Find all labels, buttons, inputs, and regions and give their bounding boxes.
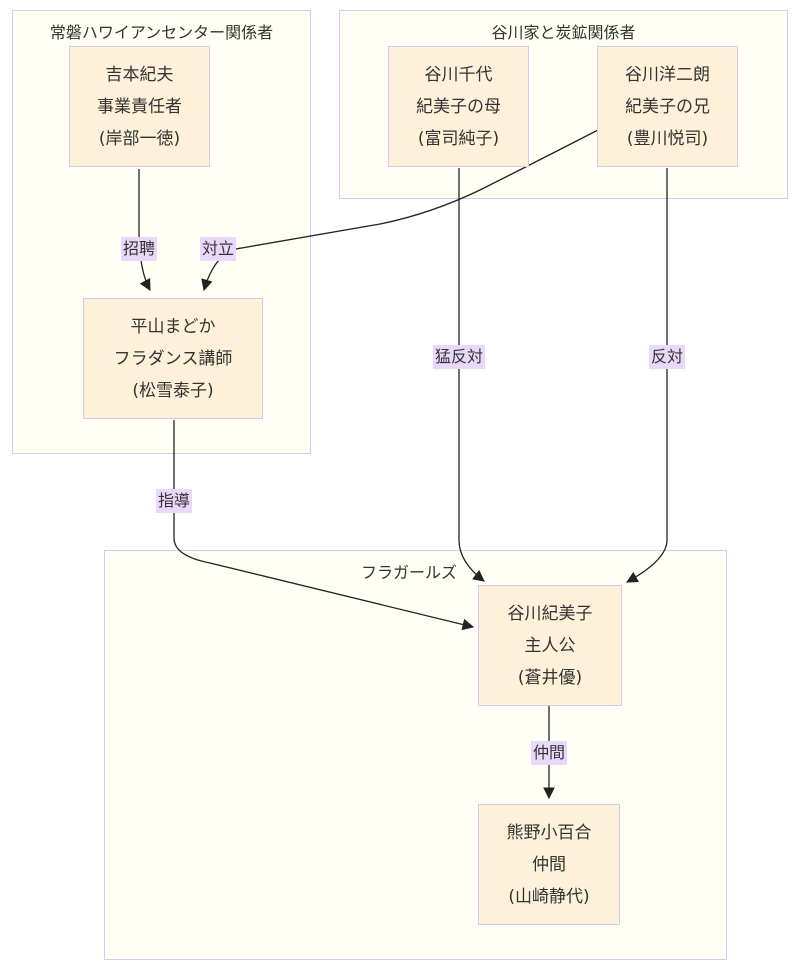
node-actor: (山崎静代) — [508, 886, 590, 907]
edge-label-oppose: 反対 — [648, 345, 686, 369]
edge-oppose — [625, 168, 668, 583]
node-name: 吉本紀夫 — [105, 64, 174, 85]
cluster-title: フラガールズ — [361, 563, 458, 582]
node-name: 谷川洋二朗 — [625, 64, 710, 85]
node-role: 仲間 — [532, 854, 566, 875]
node-name: 平山まどか — [130, 316, 216, 337]
node-actor: (蒼井優) — [517, 667, 583, 688]
edge-label-strong-oppose: 猛反対 — [432, 345, 486, 369]
cluster-title: 谷川家と炭鉱関係者 — [491, 23, 636, 42]
node-actor: (豊川悦司) — [626, 128, 709, 149]
edge-label-guide: 指導 — [155, 489, 193, 513]
edge-label-conflict: 対立 — [199, 237, 237, 261]
node-hirayama[interactable]: 平山まどか フラダンス講師 (松雪泰子) — [83, 298, 263, 419]
node-yojiro[interactable]: 谷川洋二朗 紀美子の兄 (豊川悦司) — [597, 46, 738, 167]
edge-strong-oppose — [458, 168, 485, 582]
node-sayuri[interactable]: 熊野小百合 仲間 (山崎静代) — [478, 804, 620, 925]
cluster-title: 常磐ハワイアンセンター関係者 — [49, 23, 274, 42]
node-name: 谷川千代 — [424, 64, 493, 85]
node-yoshimoto[interactable]: 吉本紀夫 事業責任者 (岸部一徳) — [69, 46, 210, 167]
node-chiyo[interactable]: 谷川千代 紀美子の母 (富司純子) — [388, 46, 529, 167]
edge-label-friend: 仲間 — [530, 741, 568, 765]
node-role: 主人公 — [524, 635, 576, 656]
node-role: フラダンス講師 — [113, 348, 233, 369]
edge-label-hire: 招聘 — [120, 237, 158, 261]
node-role: 事業責任者 — [97, 96, 182, 117]
node-actor: (岸部一徳) — [98, 128, 181, 149]
edge-guide — [173, 420, 475, 631]
node-name: 谷川紀美子 — [507, 603, 593, 624]
node-actor: (松雪泰子) — [132, 380, 214, 401]
edge-hire — [138, 169, 151, 292]
node-name: 熊野小百合 — [506, 822, 592, 843]
node-kimiko[interactable]: 谷川紀美子 主人公 (蒼井優) — [478, 585, 622, 706]
node-actor: (富司純子) — [417, 128, 500, 149]
node-role: 紀美子の母 — [416, 96, 501, 117]
cluster-hula: フラガールズ — [104, 550, 727, 960]
node-role: 紀美子の兄 — [625, 96, 710, 117]
